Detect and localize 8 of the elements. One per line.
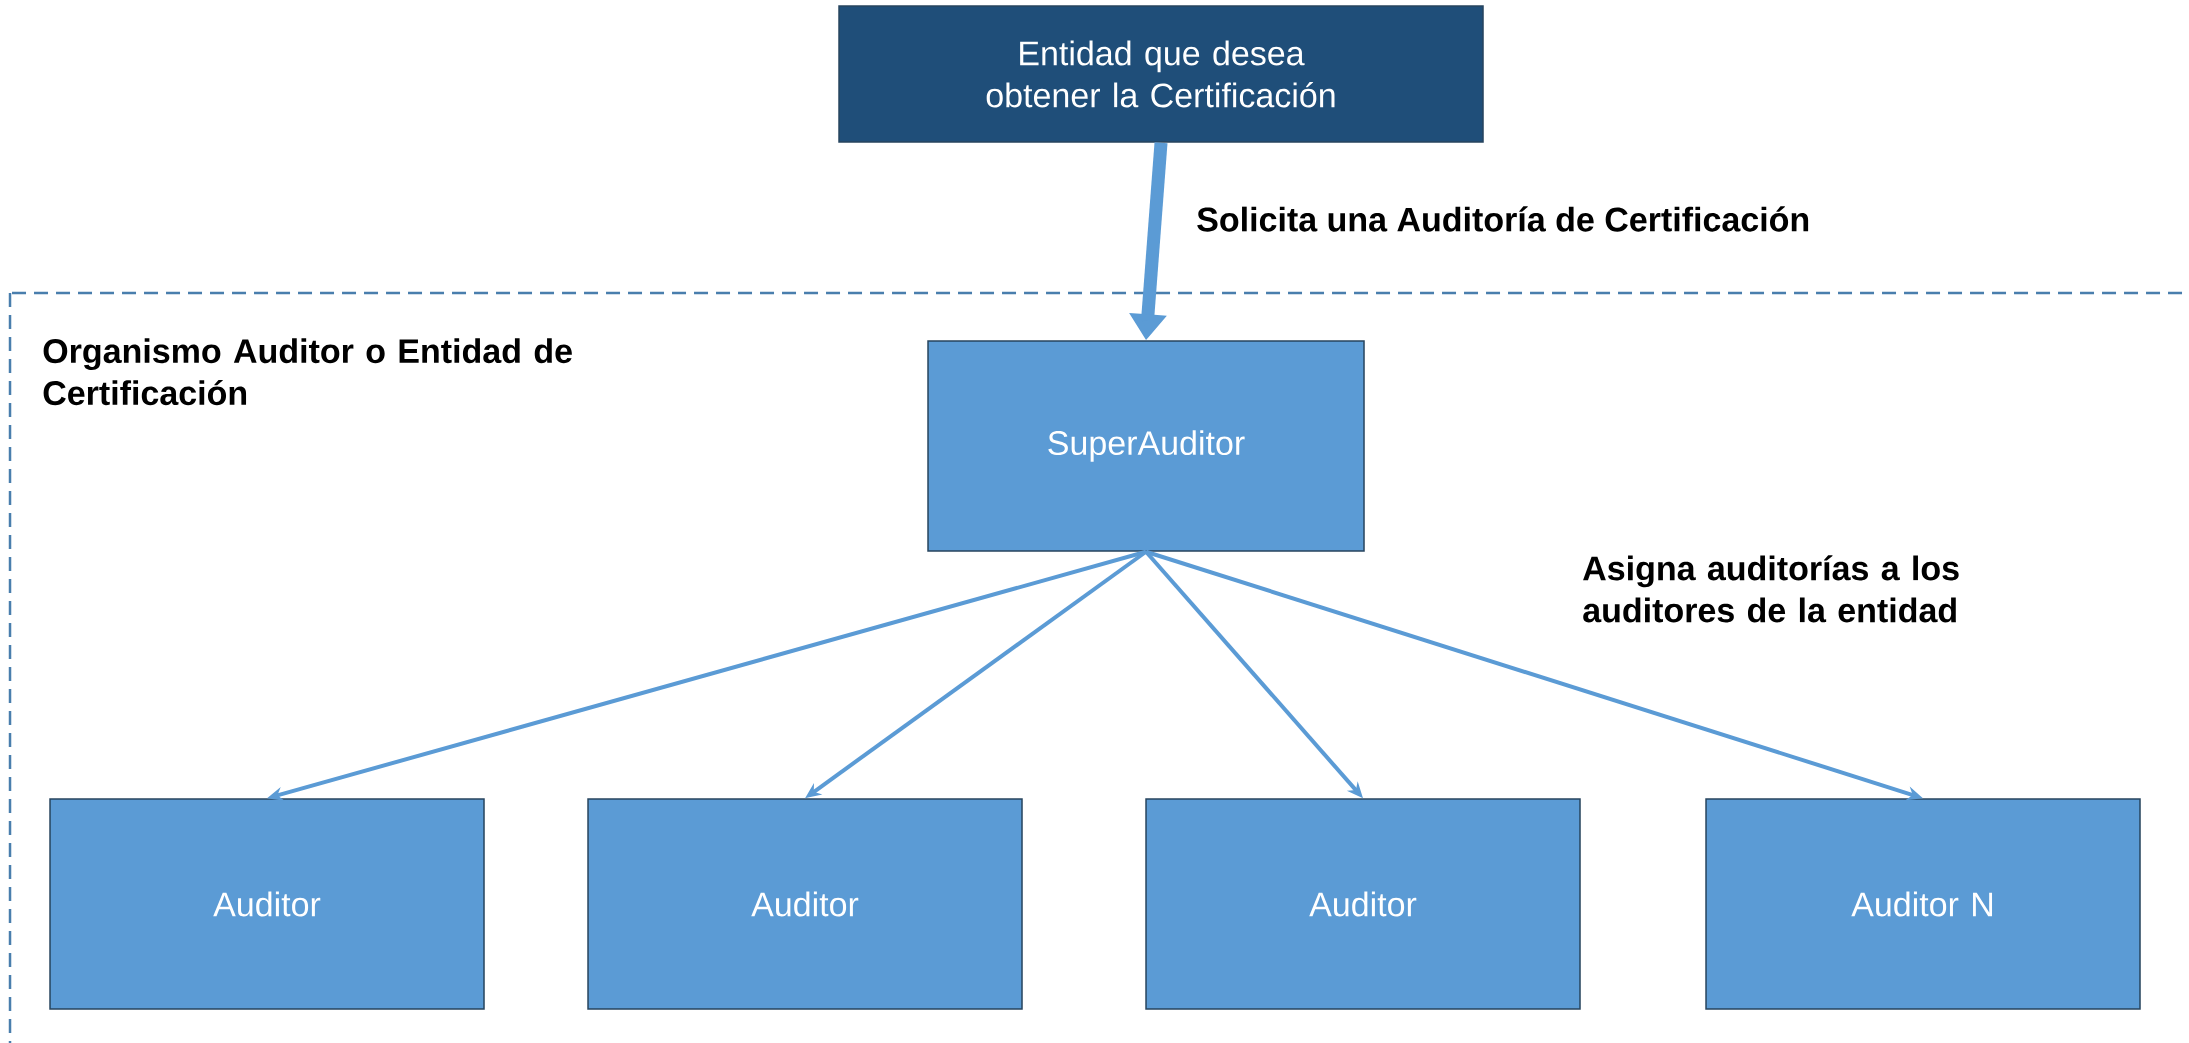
process-box: SuperAuditor <box>927 340 1365 552</box>
edge-label: Solicita una Auditoría de Certificación <box>1197 206 1809 232</box>
note-text: Asigna auditorías a los auditores de la entidad <box>1583 555 1959 623</box>
process-box: Auditor <box>49 798 485 1010</box>
process-box: Auditor <box>1145 798 1581 1010</box>
entity-box: Entidad que desea obtener la Certificación <box>838 5 1484 143</box>
process-box: Auditor N <box>1705 798 2141 1010</box>
process-box: Auditor <box>587 798 1023 1010</box>
